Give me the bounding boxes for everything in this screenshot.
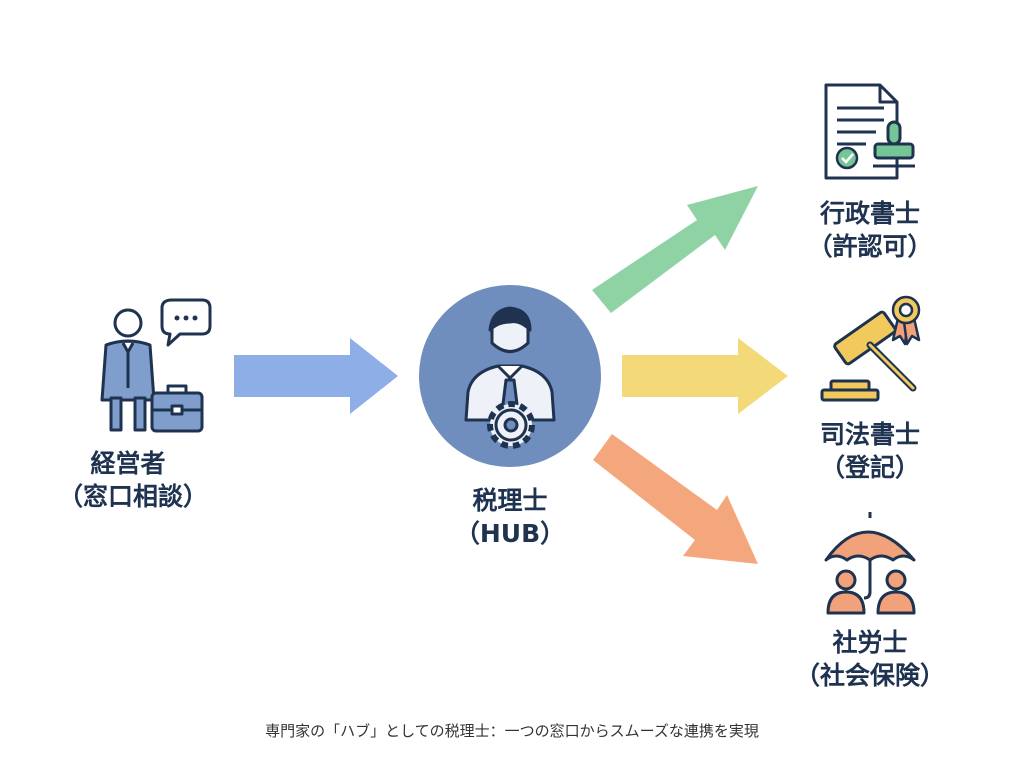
gear-icon: [487, 401, 535, 449]
gyosei-label: 行政書士 （許認可）: [790, 197, 950, 263]
arrow-hub-to-shiho: [622, 338, 788, 414]
umbrella-icon: [824, 512, 916, 600]
tax-accountant-icon: [464, 306, 556, 422]
speech-bubble-icon: [160, 298, 212, 347]
manager-title: 経営者: [90, 449, 166, 478]
award-ribbon-icon: [891, 295, 921, 346]
shiho-subtitle: （登記）: [819, 453, 920, 482]
caption: 専門家の「ハブ」としての税理士：一つの窓口からスムーズな連携を実現: [265, 722, 759, 740]
check-badge-icon: [835, 146, 859, 170]
arrow-hub-to-sharoshi: [593, 434, 758, 564]
manager-label: 経営者 （窓口相談）: [58, 447, 209, 513]
sharoshi-label: 社労士 （社会保険）: [785, 626, 955, 692]
gavel-icon: [820, 310, 917, 402]
people-icon: [826, 569, 916, 615]
gyosei-title: 行政書士: [819, 199, 920, 228]
manager-subtitle: （窓口相談）: [58, 482, 209, 511]
hub-title: 税理士: [472, 486, 548, 515]
sharoshi-subtitle: （社会保険）: [794, 661, 945, 690]
shiho-title: 司法書士: [819, 420, 920, 449]
shiho-label: 司法書士 （登記）: [790, 418, 950, 484]
gyosei-subtitle: （許認可）: [807, 232, 933, 261]
stamp-icon: [873, 120, 915, 168]
hub-label: 税理士 （HUB）: [430, 484, 590, 550]
person-icon: [100, 308, 156, 432]
arrow-manager-to-hub: [234, 338, 398, 414]
arrow-hub-to-gyosei: [592, 186, 758, 313]
sharoshi-title: 社労士: [832, 628, 908, 657]
document-icon: [824, 83, 899, 180]
briefcase-icon: [150, 384, 204, 433]
hub-subtitle: （HUB）: [454, 519, 566, 548]
